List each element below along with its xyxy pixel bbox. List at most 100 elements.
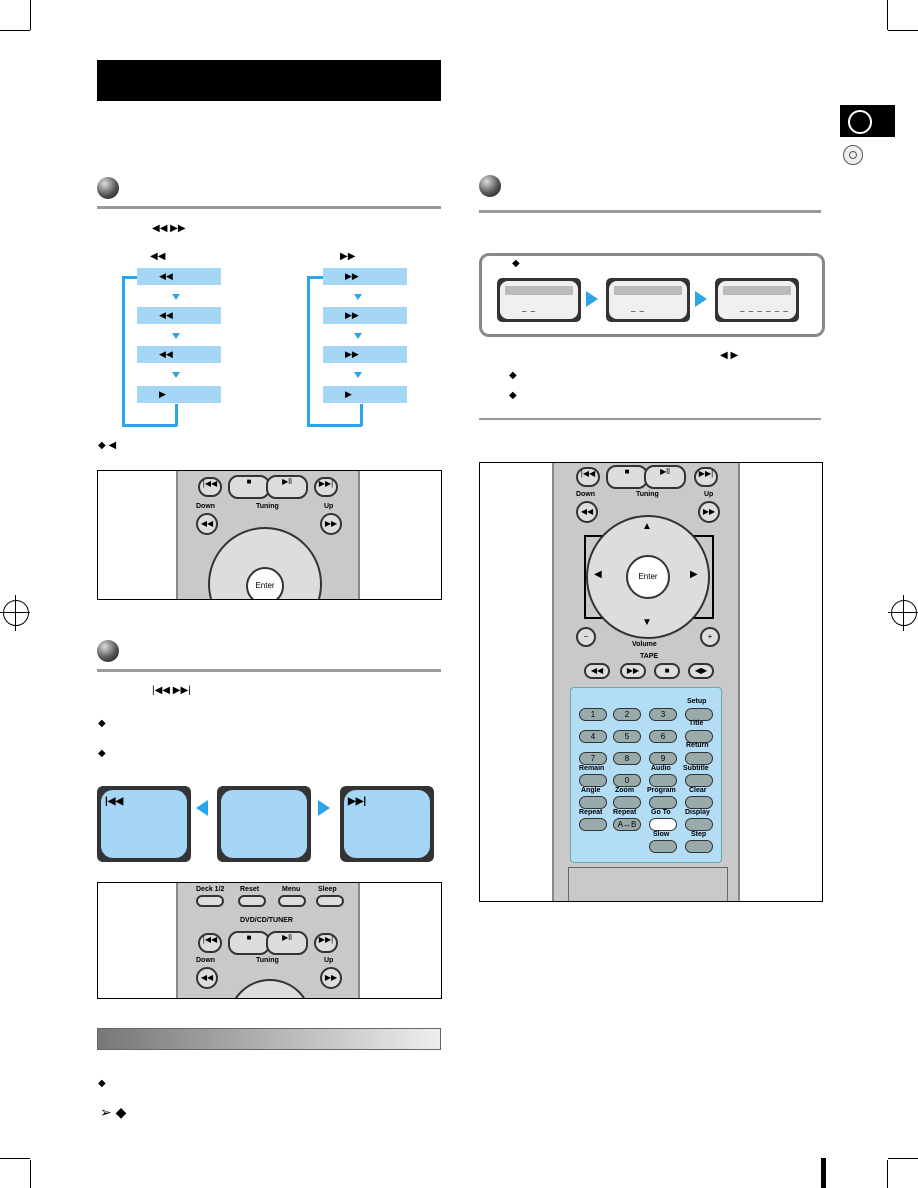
- menu-button[interactable]: [278, 895, 306, 907]
- crop-mark: [0, 30, 30, 31]
- step-button[interactable]: [685, 840, 713, 853]
- reset-button[interactable]: [238, 895, 266, 907]
- tv-screen-previous: |◀◀: [97, 786, 191, 862]
- stop-button[interactable]: ■: [606, 465, 648, 489]
- play-pause-button[interactable]: ▶ll: [644, 465, 686, 489]
- key-7[interactable]: 7: [579, 752, 607, 765]
- registration-mark: [891, 600, 917, 626]
- down-arrow-icon: [354, 333, 362, 339]
- key-1[interactable]: 1: [579, 708, 607, 721]
- down-arrow-icon: [172, 372, 180, 378]
- note-bullet-1: ◆: [98, 1078, 106, 1089]
- setup-button[interactable]: [685, 708, 713, 721]
- return-button[interactable]: [685, 752, 713, 765]
- goto-button[interactable]: [649, 818, 677, 831]
- play-pause-button[interactable]: ▶ll: [266, 475, 308, 499]
- repeat-button[interactable]: [579, 818, 607, 831]
- disc-icon: [843, 145, 863, 165]
- up-label: Up: [324, 503, 334, 510]
- play-pause-button[interactable]: ▶ll: [266, 931, 308, 955]
- fast-forward-button[interactable]: ▶▶: [320, 513, 342, 535]
- key-3[interactable]: 3: [649, 708, 677, 721]
- arrows-text: ◀ ▶: [720, 350, 739, 361]
- tape-play-button[interactable]: ◀▶: [688, 663, 714, 679]
- reverse-step-1: ◀◀: [137, 268, 221, 285]
- stop-button[interactable]: ■: [228, 475, 270, 499]
- rewind-button[interactable]: ◀◀: [196, 513, 218, 535]
- next-button[interactable]: ▶▶|: [694, 467, 718, 487]
- tape-rewind-button[interactable]: ◀◀: [584, 663, 610, 679]
- crop-mark: [0, 1158, 30, 1159]
- crop-mark: [887, 1160, 888, 1188]
- deck-button[interactable]: [196, 895, 224, 907]
- angle-button[interactable]: [579, 796, 607, 809]
- reverse-step-4: ▶: [137, 386, 221, 403]
- zoom-button[interactable]: [613, 796, 641, 809]
- volume-down-button[interactable]: −: [576, 627, 596, 647]
- loop-line: [122, 276, 125, 426]
- prev-button[interactable]: |◀◀: [576, 467, 600, 487]
- section-title-bar: [97, 60, 441, 101]
- registration-mark: [3, 600, 29, 626]
- skip-bullet-2: ◆: [98, 748, 106, 759]
- fast-forward-button[interactable]: ▶▶: [320, 967, 342, 989]
- title-label: Title: [689, 720, 704, 727]
- clear-button[interactable]: [685, 796, 713, 809]
- key-5[interactable]: 5: [613, 730, 641, 743]
- subtitle-button[interactable]: [685, 774, 713, 787]
- enter-button[interactable]: Enter: [626, 555, 670, 599]
- key-4[interactable]: 4: [579, 730, 607, 743]
- fast-forward-button[interactable]: ▶▶: [698, 501, 720, 523]
- prev-button[interactable]: |◀◀: [198, 933, 222, 953]
- volume-label: Volume: [632, 641, 657, 648]
- rewind-button[interactable]: ◀◀: [576, 501, 598, 523]
- audio-button[interactable]: [649, 774, 677, 787]
- key-2[interactable]: 2: [613, 708, 641, 721]
- crop-mark: [30, 1160, 31, 1188]
- menu-label: Menu: [282, 886, 301, 893]
- remain-button[interactable]: [579, 774, 607, 787]
- up-arrow-icon[interactable]: ▲: [642, 521, 652, 532]
- down-label: Down: [196, 503, 216, 510]
- nav-pad[interactable]: [586, 515, 710, 639]
- goto-label: Go To: [651, 809, 671, 816]
- slow-button[interactable]: [649, 840, 677, 853]
- key-6[interactable]: 6: [649, 730, 677, 743]
- tape-forward-button[interactable]: ▶▶: [620, 663, 646, 679]
- loop-line: [307, 276, 323, 279]
- repeat-ab-button[interactable]: A↔B: [613, 818, 641, 831]
- forward-label: ▶▶: [340, 251, 356, 262]
- rewind-button[interactable]: ◀◀: [196, 967, 218, 989]
- reverse-label: ◀◀: [150, 251, 166, 262]
- sleep-label: Sleep: [318, 886, 337, 893]
- forward-step-3: ▶▶: [323, 346, 407, 363]
- page-edge-bar: [821, 1158, 826, 1188]
- forward-step-1: ▶▶: [323, 268, 407, 285]
- next-button[interactable]: ▶▶|: [314, 477, 338, 497]
- enter-button[interactable]: Enter: [246, 567, 284, 599]
- side-tab: [840, 105, 895, 137]
- volume-up-button[interactable]: +: [700, 627, 720, 647]
- key-8[interactable]: 8: [613, 752, 641, 765]
- remote-body: Deck 1/2 Reset Menu Sleep DVD/CD/TUNER |…: [176, 883, 360, 998]
- left-arrow-icon[interactable]: ◀: [594, 569, 602, 580]
- right-arrow-icon[interactable]: ▶: [690, 569, 698, 580]
- sleep-button[interactable]: [316, 895, 344, 907]
- key-9[interactable]: 9: [649, 752, 677, 765]
- repeat-ab-label: Repeat: [613, 809, 637, 816]
- key-0[interactable]: 0: [613, 774, 641, 787]
- prev-button[interactable]: |◀◀: [198, 477, 222, 497]
- next-button[interactable]: ▶▶|: [314, 933, 338, 953]
- tape-stop-button[interactable]: ■: [654, 663, 680, 679]
- display-button[interactable]: [685, 818, 713, 831]
- down-arrow-icon: [354, 294, 362, 300]
- stop-button[interactable]: ■: [228, 931, 270, 955]
- forward-step-2: ▶▶: [323, 307, 407, 324]
- nav-pad[interactable]: [228, 979, 312, 998]
- tv-screen-next: ▶▶|: [340, 786, 434, 862]
- program-button[interactable]: [649, 796, 677, 809]
- left-arrow-icon: [196, 800, 208, 816]
- down-arrow-icon[interactable]: ▼: [642, 617, 652, 628]
- title-button[interactable]: [685, 730, 713, 743]
- section-bullet-icon: [97, 640, 119, 662]
